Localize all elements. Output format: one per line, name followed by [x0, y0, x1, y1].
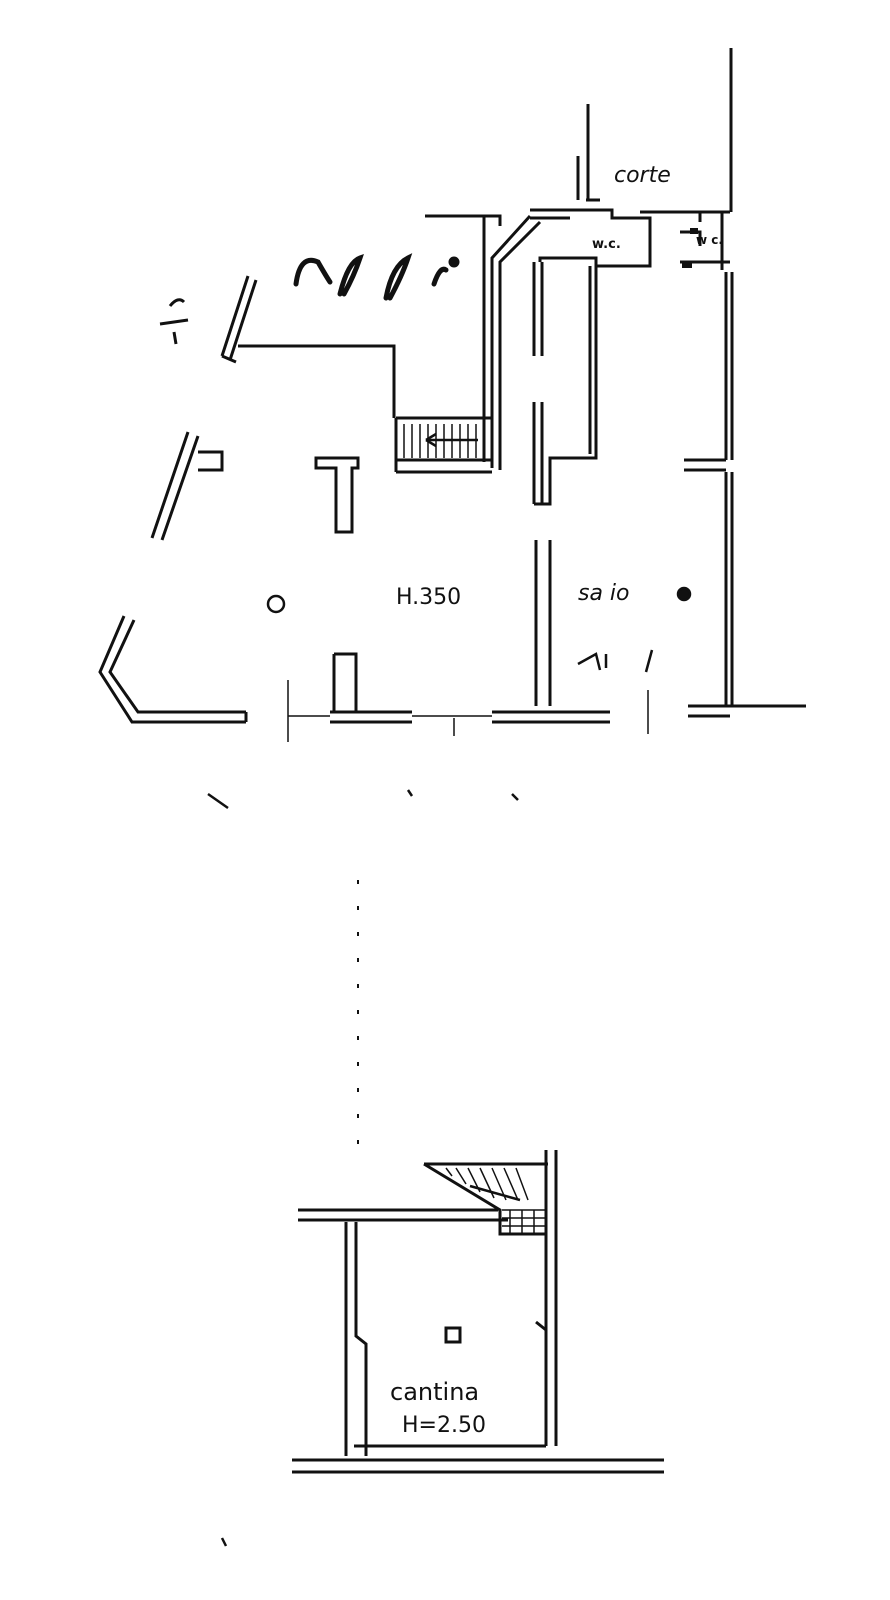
bottom-wall-segments [330, 704, 806, 724]
bottom-wall-left-stub [332, 652, 358, 712]
corridor-diagonal-wall [490, 214, 542, 470]
wc-label-secondary: w c. [696, 233, 723, 247]
stair-arrowhead [425, 432, 437, 448]
left-exterior-wall-middle [150, 431, 224, 541]
corridor-wall-left [532, 262, 598, 506]
right-exterior-wall [684, 272, 734, 706]
basement-bottom-wall [292, 1444, 664, 1474]
basement-stair-outline [423, 1162, 548, 1236]
wc-wall [530, 208, 730, 270]
basement-stairs [445, 1167, 546, 1234]
wc-fixtures [682, 228, 698, 268]
basement-room-label: cantina [390, 1378, 479, 1406]
basement-stair-arrow [469, 1184, 521, 1202]
staircase-enclosure [394, 416, 492, 474]
room-label-right: sa io [578, 581, 630, 606]
courtyard-label: corte [614, 163, 671, 188]
door-threshold-lines [287, 680, 649, 742]
ground-floor-height-label: H.350 [396, 585, 461, 610]
interior-pillar [314, 456, 360, 534]
basement-plan [292, 1150, 664, 1474]
upper-room-wall [238, 214, 502, 462]
left-exterior-wall-bottom [98, 615, 248, 724]
central-partition-wall [534, 540, 552, 706]
ground-floor-plan [98, 48, 806, 742]
wc-label: w.c. [592, 237, 621, 252]
ground-floor-stairs [403, 424, 478, 458]
basement-right-wall [535, 1150, 558, 1446]
stray-marks [207, 586, 692, 1547]
basement-left-wall [344, 1222, 368, 1456]
hand-scribble-marks [293, 253, 460, 301]
left-exterior-wall-top [220, 275, 258, 364]
courtyard-notch [576, 156, 600, 202]
basement-top-wall [298, 1208, 508, 1222]
basement-height-label: H=2.50 [402, 1413, 486, 1438]
left-dimension-mark [159, 298, 189, 345]
basement-pillar [444, 1326, 462, 1344]
